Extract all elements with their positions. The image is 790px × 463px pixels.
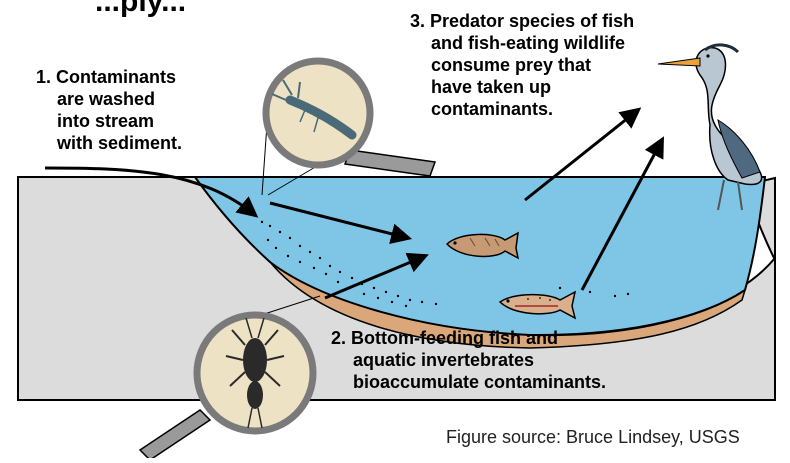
step-1-line: are washed bbox=[36, 88, 182, 110]
step-2-line: 2. Bottom-feeding fish and bbox=[331, 327, 606, 349]
step-3-line: consume prey that bbox=[410, 54, 634, 76]
figure-credit: Figure source: Bruce Lindsey, USGS bbox=[446, 426, 740, 448]
step-3-line: contaminants. bbox=[410, 98, 634, 120]
step-1-line: 1. Contaminants bbox=[36, 66, 182, 88]
step-1-line: into stream bbox=[36, 110, 182, 132]
step-2-line: bioaccumulate contaminants. bbox=[331, 371, 606, 393]
step-3-line: 3. Predator species of fish bbox=[410, 10, 634, 32]
step-3-line: have taken up bbox=[410, 76, 634, 98]
step-3-line: and fish-eating wildlife bbox=[410, 32, 634, 54]
step-2-line: aquatic invertebrates bbox=[331, 349, 606, 371]
step-1-line: with sediment. bbox=[36, 132, 182, 154]
step-1-label: 1. Contaminants are washed into stream w… bbox=[36, 66, 182, 154]
step-2-label: 2. Bottom-feeding fish and aquatic inver… bbox=[331, 327, 606, 393]
step-3-label: 3. Predator species of fish and fish-eat… bbox=[410, 10, 634, 120]
page-title: ...ply... bbox=[95, 0, 186, 20]
